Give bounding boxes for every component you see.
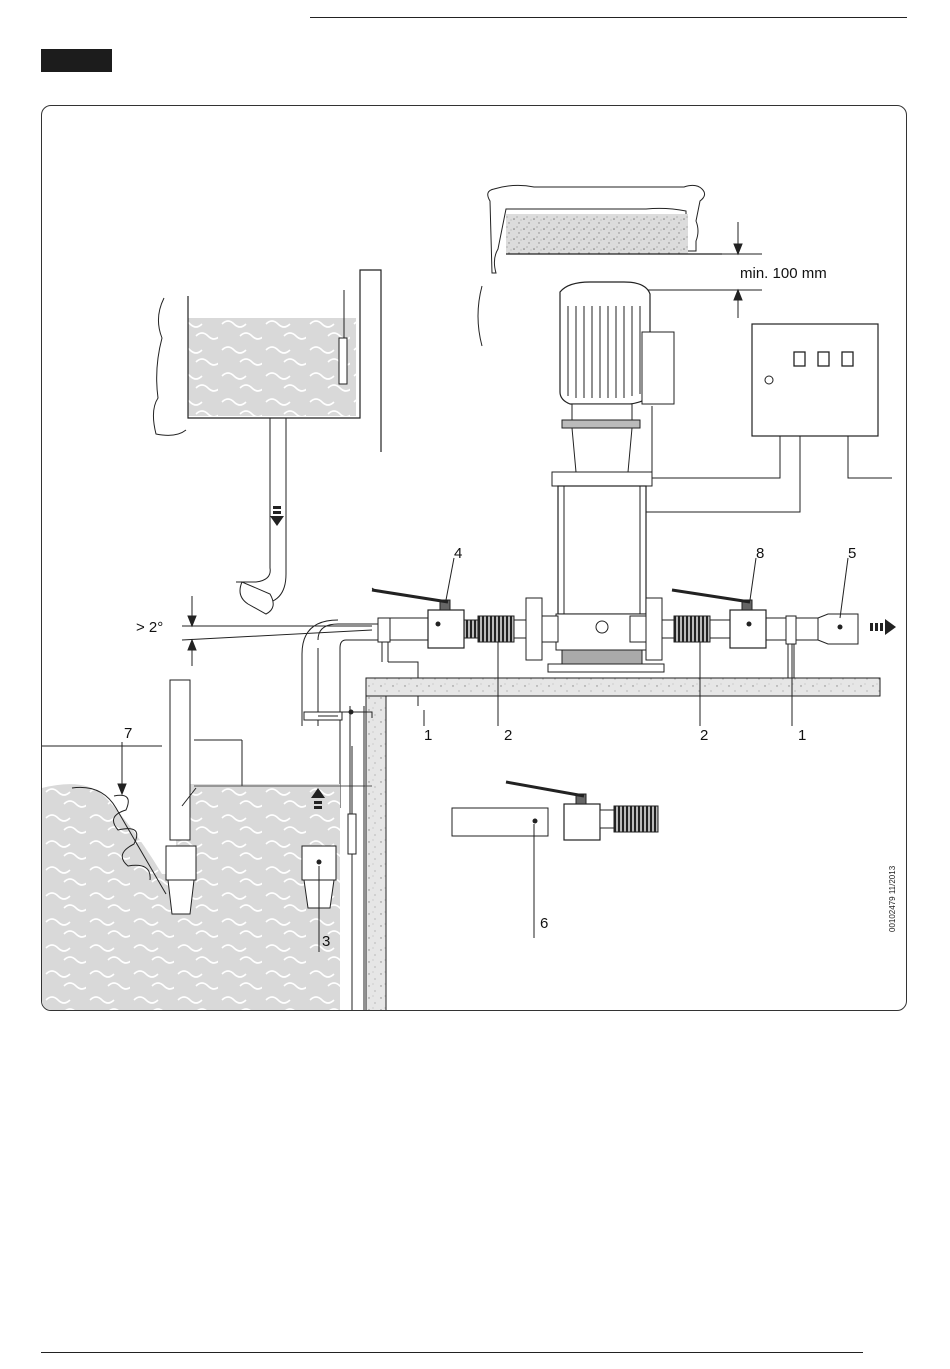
- callout-2-left: 2: [504, 728, 512, 743]
- header-rule: [310, 17, 907, 18]
- upper-supply-tank: [153, 270, 381, 614]
- callout-3: 3: [322, 934, 330, 949]
- callout-1-left: 1: [424, 728, 432, 743]
- callout-7: 7: [124, 726, 132, 741]
- installation-diagram-frame: min. 100 mm > 2° 1 2 2 1 3 4 5 6 7 8 001…: [41, 105, 907, 1011]
- angle-label: > 2°: [136, 620, 163, 635]
- valve-assembly-6: [452, 782, 658, 840]
- clearance-label: min. 100 mm: [740, 266, 827, 281]
- installation-diagram: [42, 106, 907, 1011]
- slope-dimension: [182, 596, 372, 666]
- callout-8: 8: [756, 546, 764, 561]
- callout-5: 5: [848, 546, 856, 561]
- callout-2-right: 2: [700, 728, 708, 743]
- figure-tag-block: [41, 49, 112, 72]
- callout-6: 6: [540, 916, 548, 931]
- callout-4: 4: [454, 546, 462, 561]
- pump-motor: [560, 282, 674, 428]
- callout-1-right: 1: [798, 728, 806, 743]
- flow-arrow-right: [870, 619, 896, 635]
- document-reference: 00102479 11/2013: [888, 866, 897, 932]
- footer-rule: [41, 1352, 863, 1353]
- flow-arrow-down: [270, 506, 284, 526]
